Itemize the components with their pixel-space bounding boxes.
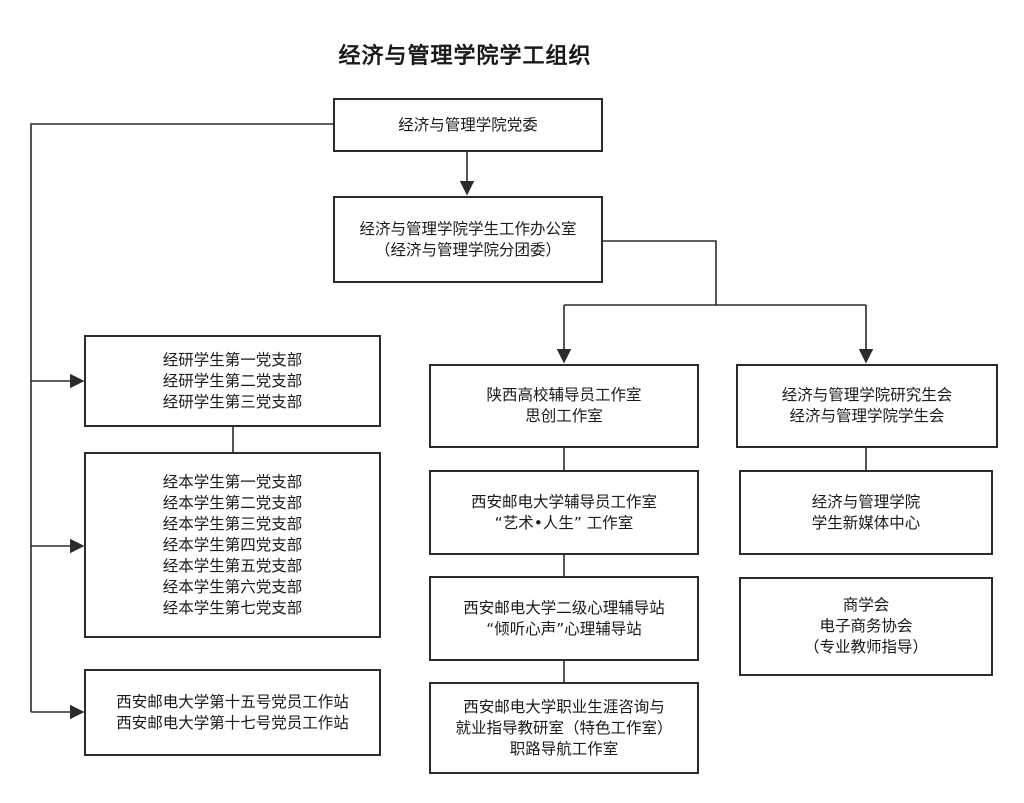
- box-text-line: 经济与管理学院学生会: [789, 407, 945, 425]
- box-text-line: 陕西高校辅导员工作室: [486, 386, 642, 404]
- box-text-line: “倾听心声”心理辅导站: [486, 619, 642, 638]
- box-text-line: 经本学生第一党支部: [162, 472, 303, 491]
- box-text-line: 经济与管理学院: [811, 492, 921, 511]
- grad-party-branches-box: 经研学生第一党支部经研学生第二党支部经研学生第三党支部: [84, 335, 381, 427]
- business-societies-box: 商学会电子商务协会 （专业教师指导）: [739, 577, 993, 676]
- box-text-line: 经研学生第三党支部: [162, 392, 303, 411]
- art-life-studio-box: 西安邮电大学辅导员工作室 “艺术•人生” 工作室: [429, 470, 699, 555]
- box-text-line: 西安邮电大学二级心理辅导站: [463, 598, 665, 617]
- box-text-line: “艺术•人生” 工作室: [494, 513, 634, 532]
- career-studio-box: 西安邮电大学职业生涯咨询与就业指导教研室（特色工作室） 职路导航工作室: [429, 682, 699, 774]
- box-text-line: （经济与管理学院分团委）: [374, 240, 561, 259]
- box-text-line: 经本学生第四党支部: [162, 535, 303, 554]
- party-committee-box: 经济与管理学院党委: [333, 98, 603, 152]
- box-text-line: 经本学生第三党支部: [162, 514, 303, 533]
- box-text-line: 经济与管理学院学生工作办公室: [359, 219, 577, 238]
- psych-station-box: 西安邮电大学二级心理辅导站 “倾听心声”心理辅导站: [429, 576, 699, 661]
- student-unions-box: 经济与管理学院研究生会经济与管理学院学生会: [736, 364, 998, 448]
- box-text-line: 电子商务协会: [819, 617, 913, 635]
- box-text-line: 西安邮电大学第十五号党员工作站: [116, 692, 349, 711]
- party-stations-box: 西安邮电大学第十五号党员工作站西安邮电大学第十七号党员工作站: [84, 669, 381, 756]
- box-text-line: 经本学生第二党支部: [162, 493, 303, 512]
- box-text-line: 职路导航工作室: [509, 739, 619, 758]
- box-text-line: 学生新媒体中心: [811, 513, 921, 532]
- box-text-line: 经本学生第五党支部: [162, 556, 303, 575]
- box-text-line: 经济与管理学院研究生会: [781, 386, 953, 404]
- counselor-studio-box: 陕西高校辅导员工作室思创工作室: [429, 364, 699, 448]
- box-text-line: 西安邮电大学职业生涯咨询与: [463, 697, 665, 716]
- box-text-line: 西安邮电大学第十七号党员工作站: [116, 713, 349, 732]
- box-text-line: （专业教师指导）: [803, 638, 928, 656]
- box-text-line: 经济与管理学院党委: [398, 115, 538, 134]
- media-center-box: 经济与管理学院学生新媒体中心: [739, 470, 993, 555]
- box-text-line: 经研学生第二党支部: [162, 371, 303, 390]
- office-branch-line: [600, 240, 717, 305]
- undergrad-party-branches-box: 经本学生第一党支部经本学生第二党支部经本学生第三党支部经本学生第四党支部经本学生…: [84, 452, 381, 638]
- student-office-box: 经济与管理学院学生工作办公室 （经济与管理学院分团委）: [333, 196, 603, 283]
- box-text-line: 思创工作室: [525, 407, 603, 425]
- box-text-line: 经研学生第一党支部: [162, 350, 303, 369]
- chart-title: 经济与管理学院学工组织: [338, 44, 592, 69]
- box-text-line: 商学会: [842, 596, 890, 614]
- box-text-line: 经本学生第六党支部: [162, 577, 303, 596]
- left-trunk-line: [30, 123, 333, 712]
- box-text-line: 就业指导教研室（特色工作室）: [455, 718, 673, 737]
- box-text-line: 西安邮电大学辅导员工作室: [470, 492, 657, 511]
- box-text-line: 经本学生第七党支部: [162, 598, 303, 617]
